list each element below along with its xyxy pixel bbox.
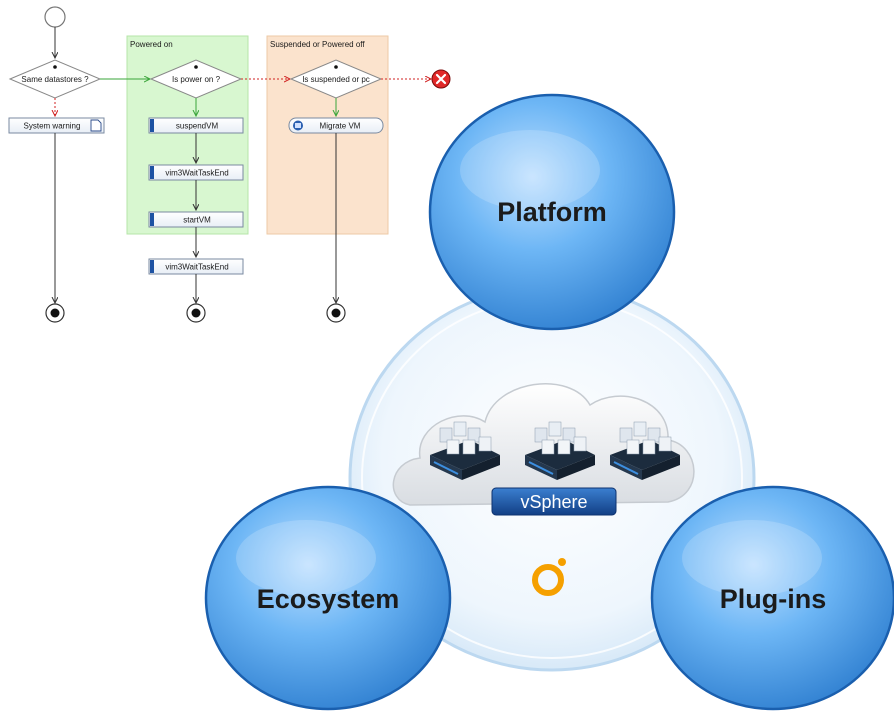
- platform-label: Platform: [497, 197, 607, 227]
- task-wait-task-end-2[interactable]: vim3WaitTaskEnd: [148, 258, 244, 275]
- task-wait-task-end-1[interactable]: vim3WaitTaskEnd: [148, 164, 244, 181]
- ecosystem-label: Ecosystem: [257, 584, 400, 614]
- error-end-icon[interactable]: [431, 69, 451, 89]
- vsphere-label: vSphere: [520, 492, 587, 512]
- platform-bubble[interactable]: Platform: [428, 93, 676, 331]
- task-suspend-vm-label: suspendVM: [176, 122, 219, 131]
- server-stack-icon-1: [430, 421, 500, 480]
- decision-is-power-on-label: Is power on ?: [172, 75, 221, 84]
- task-wait-task-end-1-label: vim3WaitTaskEnd: [165, 169, 228, 178]
- end-node-1[interactable]: [45, 303, 65, 323]
- swimlane-suspended-label: Suspended or Powered off: [270, 40, 365, 49]
- start-node[interactable]: [44, 6, 66, 28]
- platform-graphic: vSphere Platform Ecosystem Plug-ins: [204, 93, 894, 711]
- decision-same-datastores-label: Same datastores ?: [21, 75, 89, 84]
- task-start-vm[interactable]: startVM: [148, 211, 244, 228]
- workflow-diagram: Powered on Suspended or Powered off Same…: [8, 6, 451, 323]
- task-migrate-vm-label: Migrate VM: [320, 122, 361, 131]
- task-wait-task-end-2-label: vim3WaitTaskEnd: [165, 263, 228, 272]
- end-node-3[interactable]: [326, 303, 346, 323]
- task-system-warning[interactable]: System warning: [8, 117, 105, 134]
- orchestrator-logo-icon: [532, 558, 566, 596]
- server-stack-icon-3: [610, 421, 680, 480]
- plugins-label: Plug-ins: [720, 584, 827, 614]
- task-migrate-vm[interactable]: Migrate VM: [288, 117, 384, 134]
- ecosystem-bubble[interactable]: Ecosystem: [204, 485, 452, 711]
- vsphere-badge[interactable]: vSphere: [491, 487, 617, 516]
- end-node-2[interactable]: [186, 303, 206, 323]
- decision-is-suspended-label: Is suspended or pc: [302, 75, 370, 84]
- server-stack-icon-2: [525, 421, 595, 480]
- task-suspend-vm[interactable]: suspendVM: [148, 117, 244, 134]
- task-start-vm-label: startVM: [183, 216, 211, 225]
- decision-same-datastores[interactable]: Same datastores ?: [8, 59, 102, 99]
- document-icon: [90, 119, 102, 132]
- swimlane-powered-on-label: Powered on: [130, 40, 173, 49]
- task-system-warning-label: System warning: [24, 122, 81, 131]
- plugins-bubble[interactable]: Plug-ins: [650, 485, 894, 711]
